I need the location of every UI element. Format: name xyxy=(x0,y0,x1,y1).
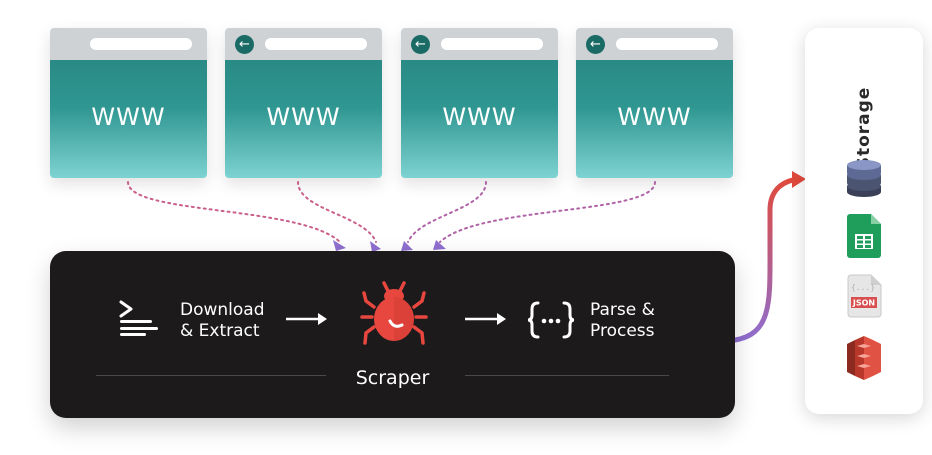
scraper-title: Scraper xyxy=(355,367,430,389)
dotted-arrow-1 xyxy=(127,181,341,243)
browser-toolbar: ← xyxy=(225,28,382,60)
arrowhead-3 xyxy=(401,241,413,251)
browser-content: WWW xyxy=(50,60,207,178)
www-label: WWW xyxy=(266,103,341,131)
parse-process-label: Parse & Process xyxy=(590,300,655,342)
process-line: Process xyxy=(590,321,655,341)
right-arrow-icon xyxy=(465,313,506,325)
address-bar xyxy=(616,38,718,50)
website-window-1: WWW xyxy=(50,28,207,178)
divider-right xyxy=(465,375,669,376)
extract-line: & Extract xyxy=(180,321,260,341)
website-window-4: ← WWW xyxy=(576,28,733,178)
browser-toolbar: ← xyxy=(576,28,733,60)
storage-title: Storage xyxy=(854,86,874,170)
dotted-arrow-3 xyxy=(407,181,487,243)
right-arrow-icon xyxy=(286,313,327,325)
arrowhead-2 xyxy=(370,241,381,252)
address-bar xyxy=(90,38,192,50)
parse-line: Parse & xyxy=(590,300,655,320)
code-braces-icon xyxy=(527,301,575,339)
back-arrow-icon: ← xyxy=(235,35,254,54)
storage-arrowhead xyxy=(792,171,806,188)
bug-icon xyxy=(360,281,428,345)
scraper-panel: Download & Extract Parse & xyxy=(50,251,735,418)
terminal-icon xyxy=(119,300,158,336)
svg-text:JSON: JSON xyxy=(852,299,875,308)
address-bar xyxy=(441,38,543,50)
arrowhead-1 xyxy=(333,240,346,251)
arrowhead-4 xyxy=(433,240,446,250)
website-window-2: ← WWW xyxy=(225,28,382,178)
aws-s3-icon xyxy=(847,336,881,380)
www-label: WWW xyxy=(442,103,517,131)
download-extract-label: Download & Extract xyxy=(180,300,265,342)
browser-content: WWW xyxy=(576,60,733,178)
storage-arrow xyxy=(732,176,803,343)
back-arrow-icon: ← xyxy=(411,35,430,54)
storage-panel: Storage {...} JSON xyxy=(805,28,923,414)
browser-toolbar: ← xyxy=(401,28,558,60)
address-bar xyxy=(265,38,367,50)
browser-toolbar xyxy=(50,28,207,60)
back-arrow-icon: ← xyxy=(586,35,605,54)
website-window-3: ← WWW xyxy=(401,28,558,178)
dotted-arrow-4 xyxy=(439,181,656,243)
www-label: WWW xyxy=(91,103,166,131)
svg-text:{...}: {...} xyxy=(851,283,875,292)
www-label: WWW xyxy=(617,103,692,131)
browser-content: WWW xyxy=(225,60,382,178)
database-icon xyxy=(847,160,881,197)
dotted-arrow-2 xyxy=(297,181,377,243)
json-file-icon: {...} JSON xyxy=(847,274,882,318)
download-line: Download xyxy=(180,300,265,320)
browser-content: WWW xyxy=(401,60,558,178)
google-sheets-icon xyxy=(847,214,881,258)
divider-left xyxy=(96,375,326,376)
